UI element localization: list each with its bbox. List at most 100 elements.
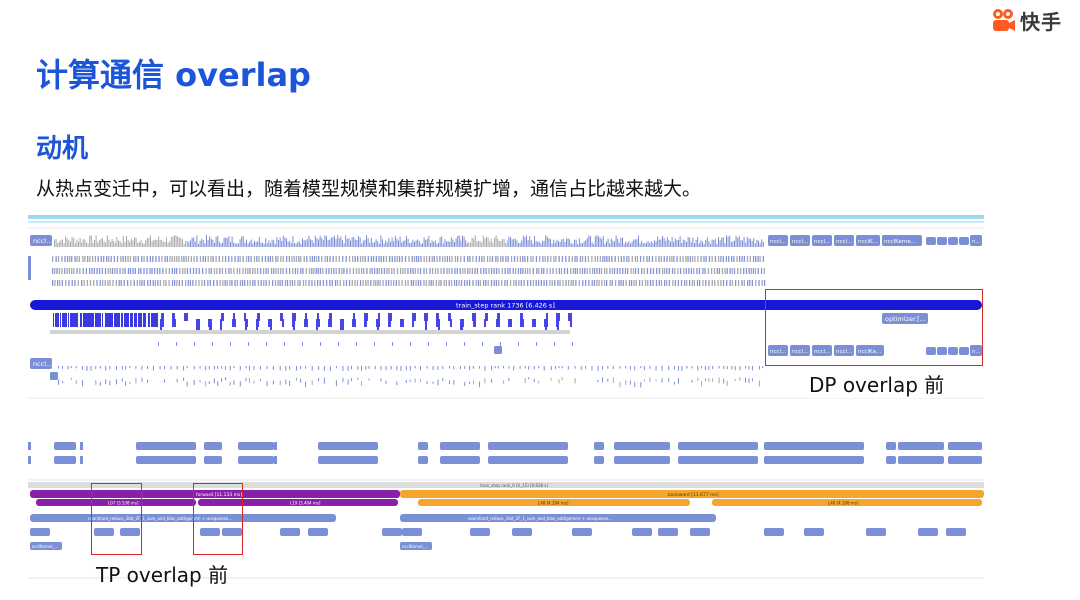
kernel-pill[interactable] [764, 456, 864, 464]
kernel-pill[interactable] [946, 528, 966, 536]
kernel-pill[interactable] [886, 442, 896, 450]
tp-mid-nccl[interactable]: ncclKernel_... [400, 542, 432, 550]
kernel-pill[interactable] [886, 456, 896, 464]
kernel-pill[interactable] [30, 528, 50, 536]
tp-forward-bar[interactable]: forward [11.133 ms] [30, 490, 400, 498]
kernel-pill[interactable] [470, 528, 490, 536]
dp-left-kernel[interactable]: nccl... [30, 235, 52, 246]
kernel-pill[interactable] [54, 456, 76, 464]
kernel-pill[interactable]: ncclK... [856, 235, 880, 246]
kernel-pill[interactable]: nccl... [834, 345, 854, 356]
kernel-pill[interactable] [418, 456, 428, 464]
kernel-pill[interactable] [54, 442, 76, 450]
kernel-pill[interactable]: nccl... [768, 235, 788, 246]
tp-gemm-right[interactable]: row(shard_reduce_2bit_2F_1_sum_and_bias_… [400, 514, 716, 522]
kernel-pill[interactable] [280, 528, 300, 536]
trace-mark [346, 268, 348, 274]
kernel-pill[interactable] [710, 442, 758, 450]
kernel-pill[interactable] [204, 442, 222, 450]
kernel-pill[interactable] [948, 456, 982, 464]
kernel-pill[interactable] [594, 456, 604, 464]
kernel-pill[interactable] [614, 456, 670, 464]
tp-sub-forward-2[interactable]: L19 [3.404 ms] [198, 499, 398, 506]
kernel-pill[interactable] [614, 442, 670, 450]
kernel-pill[interactable] [898, 442, 944, 450]
tp-gemm-left[interactable]: row(shard_reduce_2bit_2F_1_sum_and_bias_… [30, 514, 336, 522]
tp-backward-bar[interactable]: backward [11.677 ms] [400, 490, 984, 498]
kernel-pill[interactable]: ncclKerne... [882, 235, 922, 246]
kernel-pill[interactable] [710, 456, 758, 464]
tp-sub-backward-1[interactable]: L48 [4.294 ms] [418, 499, 690, 506]
kernel-pill[interactable] [382, 528, 402, 536]
dp-second-left-kernel[interactable]: nccl... [30, 358, 52, 369]
trace-mark [591, 268, 594, 274]
kernel-pill[interactable]: nccl... [812, 345, 832, 356]
kernel-pill[interactable] [764, 528, 784, 536]
tp-sub-forward-1[interactable]: L07 [3.538 ms] [36, 499, 196, 506]
kernel-pill[interactable] [918, 528, 938, 536]
kernel-pill[interactable]: nccl... [790, 345, 810, 356]
kernel-pill[interactable] [488, 442, 568, 450]
kernel-pill[interactable] [440, 442, 480, 450]
kernel-pill[interactable] [937, 237, 947, 245]
kernel-pill[interactable] [948, 347, 958, 355]
trace-mark [282, 268, 284, 274]
kernel-pill[interactable] [200, 528, 220, 536]
kernel-pill[interactable] [120, 528, 140, 536]
kernel-pill[interactable] [690, 528, 710, 536]
kernel-pill[interactable] [594, 442, 604, 450]
kernel-pill[interactable] [136, 456, 196, 464]
kernel-pill[interactable] [238, 456, 274, 464]
kernel-pill[interactable] [959, 347, 969, 355]
kernel-pill[interactable] [318, 456, 378, 464]
kernel-pill[interactable] [926, 237, 936, 245]
trace-mark [119, 313, 120, 327]
kernel-pill[interactable] [678, 442, 714, 450]
kernel-pill[interactable] [402, 528, 422, 536]
kernel-pill[interactable] [866, 528, 886, 536]
kernel-pill[interactable] [926, 347, 936, 355]
kernel-pill[interactable]: nccl... [790, 235, 810, 246]
kernel-pill[interactable]: nccl... [768, 345, 788, 356]
kernel-pill[interactable]: nccl... [834, 235, 854, 246]
tp-sub-backward-2[interactable]: L48 [4.108 ms] [712, 499, 982, 506]
kernel-pill[interactable] [658, 528, 678, 536]
kernel-pill[interactable] [512, 528, 532, 536]
trace-mark [102, 313, 103, 327]
dp-optimizer-pill[interactable]: optimizer.[... [882, 313, 928, 324]
dp-train-step-bar[interactable]: train_step rank 1736 [6.426 s] [30, 300, 982, 310]
kernel-pill[interactable]: n... [970, 235, 982, 246]
trace-mark [89, 280, 92, 286]
kernel-pill[interactable] [136, 442, 196, 450]
kernel-pill[interactable] [204, 456, 222, 464]
kernel-pill[interactable] [678, 456, 714, 464]
kernel-pill[interactable] [440, 456, 480, 464]
kernel-pill[interactable] [418, 442, 428, 450]
trace-mark [671, 256, 673, 262]
kernel-pill[interactable] [94, 528, 114, 536]
trace-mark [121, 243, 123, 247]
kernel-pill[interactable] [804, 528, 824, 536]
kernel-pill[interactable] [318, 442, 378, 450]
trace-mark [159, 366, 161, 370]
trace-mark [198, 280, 200, 286]
kernel-pill[interactable] [222, 528, 242, 536]
kernel-pill[interactable] [238, 442, 274, 450]
kernel-pill[interactable] [572, 528, 592, 536]
tp-left-nccl[interactable]: ncclKernel_... [30, 542, 62, 550]
kernel-pill[interactable]: nccl... [812, 235, 832, 246]
kernel-pill[interactable] [488, 456, 568, 464]
kernel-pill[interactable] [632, 528, 652, 536]
kernel-pill[interactable] [764, 442, 864, 450]
trace-mark [620, 237, 622, 247]
kernel-pill[interactable]: ncclKa... [856, 345, 884, 356]
trace-mark [570, 280, 572, 286]
kernel-pill[interactable] [308, 528, 328, 536]
kernel-pill[interactable] [959, 237, 969, 245]
kernel-pill[interactable]: n... [970, 345, 982, 356]
kernel-pill[interactable] [948, 442, 982, 450]
kernel-pill[interactable] [948, 237, 958, 245]
kernel-pill[interactable] [898, 456, 944, 464]
trace-mark [152, 313, 153, 327]
kernel-pill[interactable] [937, 347, 947, 355]
